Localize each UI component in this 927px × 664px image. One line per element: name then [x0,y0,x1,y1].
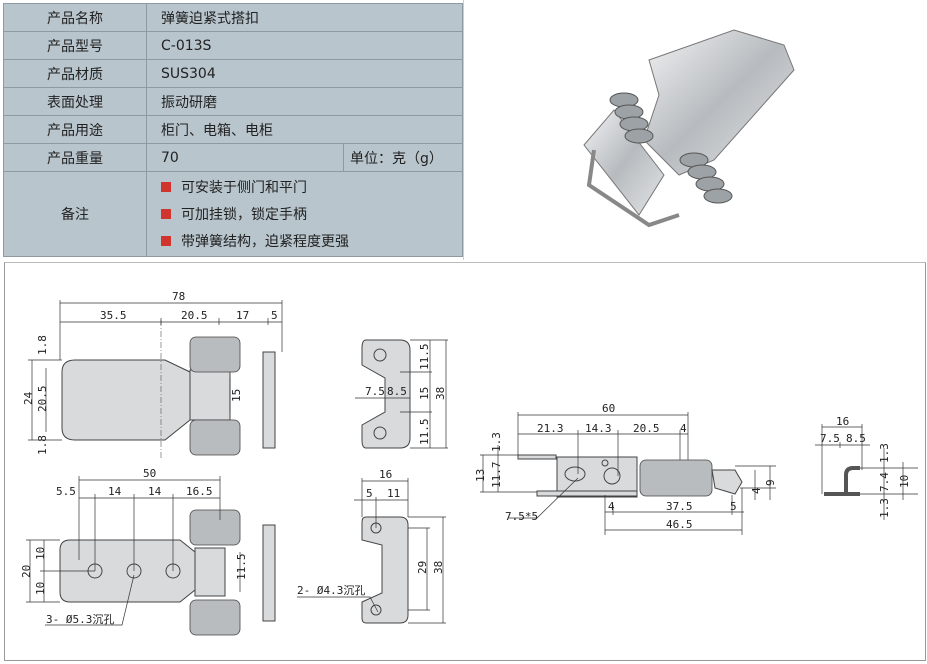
product-photo [463,0,927,260]
dimension-label: 29 [416,561,429,574]
dimension-label: 7.4 [878,472,891,492]
dimension-label: 10 [34,582,47,595]
dimension-label: 11 [387,487,400,500]
dimension-label: 5.5 [56,485,76,498]
row-label: 产品材质 [3,59,147,88]
dimension-label: 35.5 [100,309,127,322]
dimension-label: 15 [418,387,431,400]
dimension-label: 21.3 [537,422,564,435]
weight-unit: 单位：克（g） [343,143,463,172]
dimension-label: 60 [602,402,615,415]
dimension-label: 4 [680,422,687,435]
dimension-label: 5 [730,500,737,513]
dimension-label: 17 [236,309,249,322]
dimension-label: 5 [271,309,278,322]
keeper-side-drawing: 16 7.5 8.5 1.3 7.4 1.3 10 [815,415,918,520]
dimension-label: 11.5 [418,344,431,371]
table-row: 产品用途柜门、电箱、电柜 [3,115,463,144]
dimension-label: 2- Ø4.3沉孔 [297,584,365,597]
dimension-label: 4 [750,487,763,494]
dimension-label: 16 [836,415,849,428]
dimension-label: 20.5 [633,422,660,435]
notes-cell: 可安装于侧门和平门 可加挂锁，锁定手柄 带弹簧结构，迫紧程度更强 [146,171,463,257]
dimension-label: 7.5*5 [505,510,538,523]
note-text: 带弹簧结构，迫紧程度更强 [181,234,349,250]
dimension-label: 5 [366,487,373,500]
dimension-label: 1.8 [36,335,49,355]
table-row: 表面处理振动研磨 [3,87,463,116]
dimension-label: 8.5 [846,432,866,445]
row-label: 备注 [3,171,147,257]
note-item: 带弹簧结构，迫紧程度更强 [161,228,462,255]
dimension-label: 3- Ø5.3沉孔 [46,613,114,626]
dimension-label: 20.5 [181,309,208,322]
dimension-label: 78 [172,290,185,303]
dimension-label: 16 [379,468,392,481]
product-usage: 柜门、电箱、电柜 [146,115,463,144]
dimension-label: 1.3 [878,443,891,463]
dimension-label: 50 [143,467,156,480]
dimension-label: 10 [898,475,911,488]
dimension-label: 14.3 [585,422,612,435]
dimension-label: 7.5 [365,385,385,398]
dimension-label: 16.5 [186,485,213,498]
dimension-label: 1.3 [878,498,891,518]
dimension-label: 13 [474,469,487,482]
dimension-label: 37.5 [666,500,693,513]
dimension-label: 8.5 [387,385,407,398]
dimension-label: 14 [148,485,162,498]
note-item: 可安装于侧门和平门 [161,174,462,201]
dimension-label: 20 [20,565,33,578]
table-row: 备注 可安装于侧门和平门 可加挂锁，锁定手柄 带弹簧结构，迫紧程度更强 [3,171,463,257]
dimension-label: 1.3 [490,432,503,452]
row-label: 产品用途 [3,115,147,144]
dimension-label: 20.5 [36,386,49,413]
drawing-frame [4,262,926,661]
keeper-holes-drawing: 16 5 11 29 38 2- Ø4.3沉孔 [297,468,446,624]
row-label: 产品型号 [3,31,147,60]
top-view-drawing: 78 35.5 20.5 17 5 24 20.5 1.8 1.8 15 [22,290,283,460]
dimension-label: 11.5 [418,419,431,446]
latch-photo-image [583,29,795,228]
dimension-label: 38 [434,387,447,400]
dimension-label: 10 [34,547,47,560]
dimension-label: 1.8 [36,435,49,455]
row-label: 表面处理 [3,87,147,116]
dimension-label: 11.5 [235,554,248,581]
dimension-label: 11.7 [490,462,503,489]
bullet-icon [161,182,171,192]
dimension-label: 4 [608,500,615,513]
bullet-icon [161,236,171,246]
keeper-front-drawing: 11.5 15 11.5 38 7.5 8.5 [355,339,448,449]
dimension-label: 9 [764,479,777,486]
bottom-view-drawing: 50 5.5 14 14 16.5 20 10 10 11.5 3- Ø5.3沉… [20,467,276,636]
dimension-label: 15 [230,389,243,402]
bullet-icon [161,209,171,219]
dimension-label: 46.5 [666,518,693,531]
dimension-label: 14 [108,485,122,498]
dimension-label: 24 [22,391,35,405]
note-text: 可加挂锁，锁定手柄 [181,207,307,223]
row-label: 产品重量 [3,143,147,172]
dimension-label: 7.5 [820,432,840,445]
table-row: 产品名称弹簧迫紧式搭扣 [3,3,463,32]
dimension-label: 38 [432,561,445,574]
row-label: 产品名称 [3,3,147,32]
note-item: 可加挂锁，锁定手柄 [161,201,462,228]
product-weight: 70 [146,143,344,172]
product-material: SUS304 [146,59,463,88]
note-text: 可安装于侧门和平门 [181,180,307,196]
side-view-drawing: 60 21.3 14.3 20.5 4 1.3 13 11.7 9 4 4 37… [474,402,777,535]
